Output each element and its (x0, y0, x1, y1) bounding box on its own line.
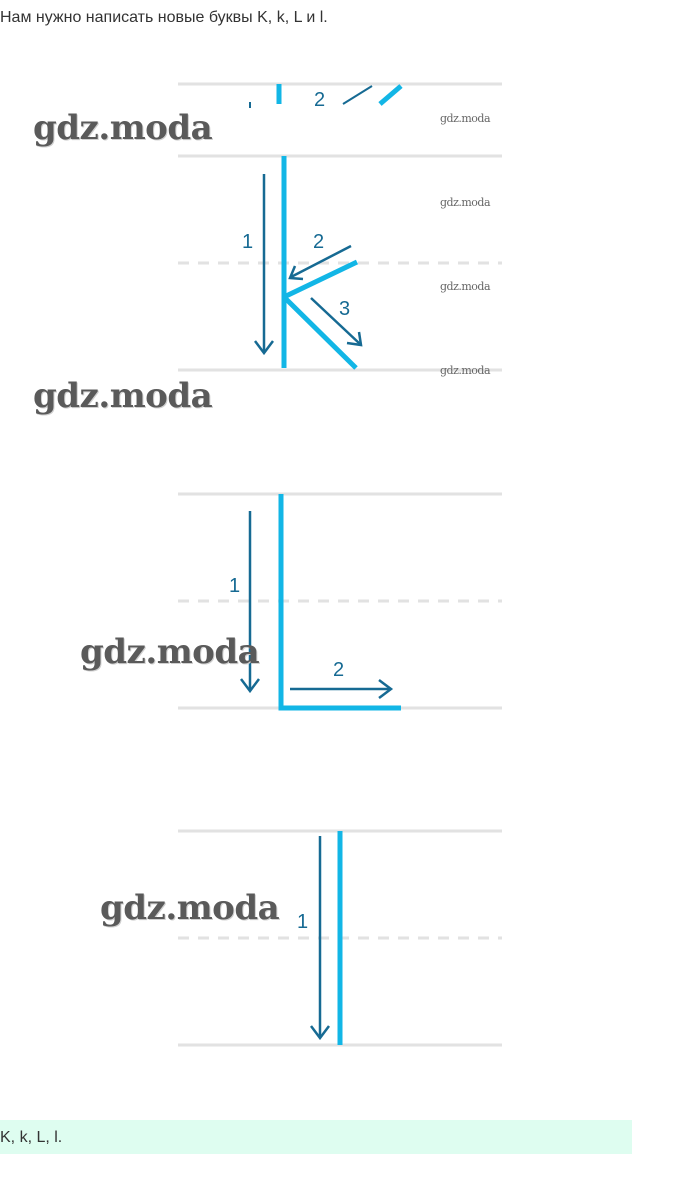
letter-k-diagram: 1 2 3 (178, 154, 502, 372)
watermark: gdz.moda (440, 364, 491, 377)
arrow-stroke (310, 297, 361, 345)
letter-stroke (282, 295, 358, 370)
letter-stroke (278, 494, 401, 711)
stroke-number-label: 3 (339, 298, 350, 320)
letter-stroke (378, 84, 403, 106)
arrow-head (378, 679, 394, 699)
letter-k-partial-diagram: 2 (178, 82, 502, 111)
stroke-number-label: 2 (333, 659, 344, 681)
stroke-number-label: 2 (314, 89, 325, 111)
letter-l-upper-diagram: 1 2 (178, 492, 502, 711)
letter-stroke (282, 259, 359, 300)
watermark: gdz.moda (440, 280, 491, 293)
arrow-stroke (342, 85, 373, 105)
letter-l-lower-diagram: 1 (178, 829, 502, 1047)
arrow-head (310, 1025, 330, 1041)
arrow-head (346, 331, 363, 347)
watermark: gdz.moda (33, 376, 213, 416)
watermark: gdz.moda (80, 632, 260, 672)
intro-text: Нам нужно написать новые буквы K, k, L и… (0, 9, 328, 26)
arrow-head (240, 678, 260, 694)
watermark: gdz.moda (33, 108, 213, 148)
watermark: gdz.moda (440, 196, 491, 209)
arrow-stroke (290, 244, 352, 279)
stroke-number-label: 1 (297, 911, 308, 933)
watermark: gdz.moda (100, 888, 280, 928)
watermark: gdz.moda (440, 112, 491, 125)
answer-box: K, k, L, l. (0, 1120, 632, 1154)
arrow-head (288, 265, 304, 281)
stroke-number-label: 1 (242, 231, 253, 253)
answer-text: K, k, L, l. (0, 1129, 63, 1146)
stroke-number-label: 2 (313, 231, 324, 253)
stroke-number-label: 1 (229, 575, 240, 597)
arrow-head (254, 340, 274, 356)
